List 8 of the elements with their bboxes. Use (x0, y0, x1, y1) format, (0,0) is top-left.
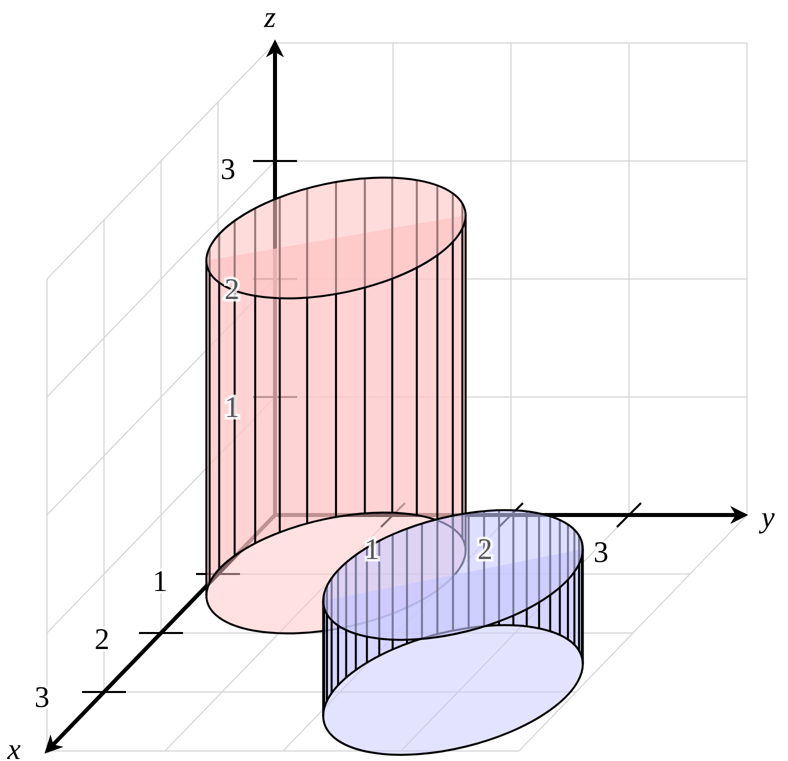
axis-label: x (7, 732, 21, 761)
tick-label: 3 (594, 536, 608, 569)
axis-label: z (264, 0, 276, 34)
tick-label: 1 (152, 564, 168, 598)
tick-label: 3 (220, 152, 236, 186)
axis-label: y (761, 500, 775, 534)
tick-label: 3 (34, 680, 50, 714)
tick-label: 2 (94, 622, 110, 656)
